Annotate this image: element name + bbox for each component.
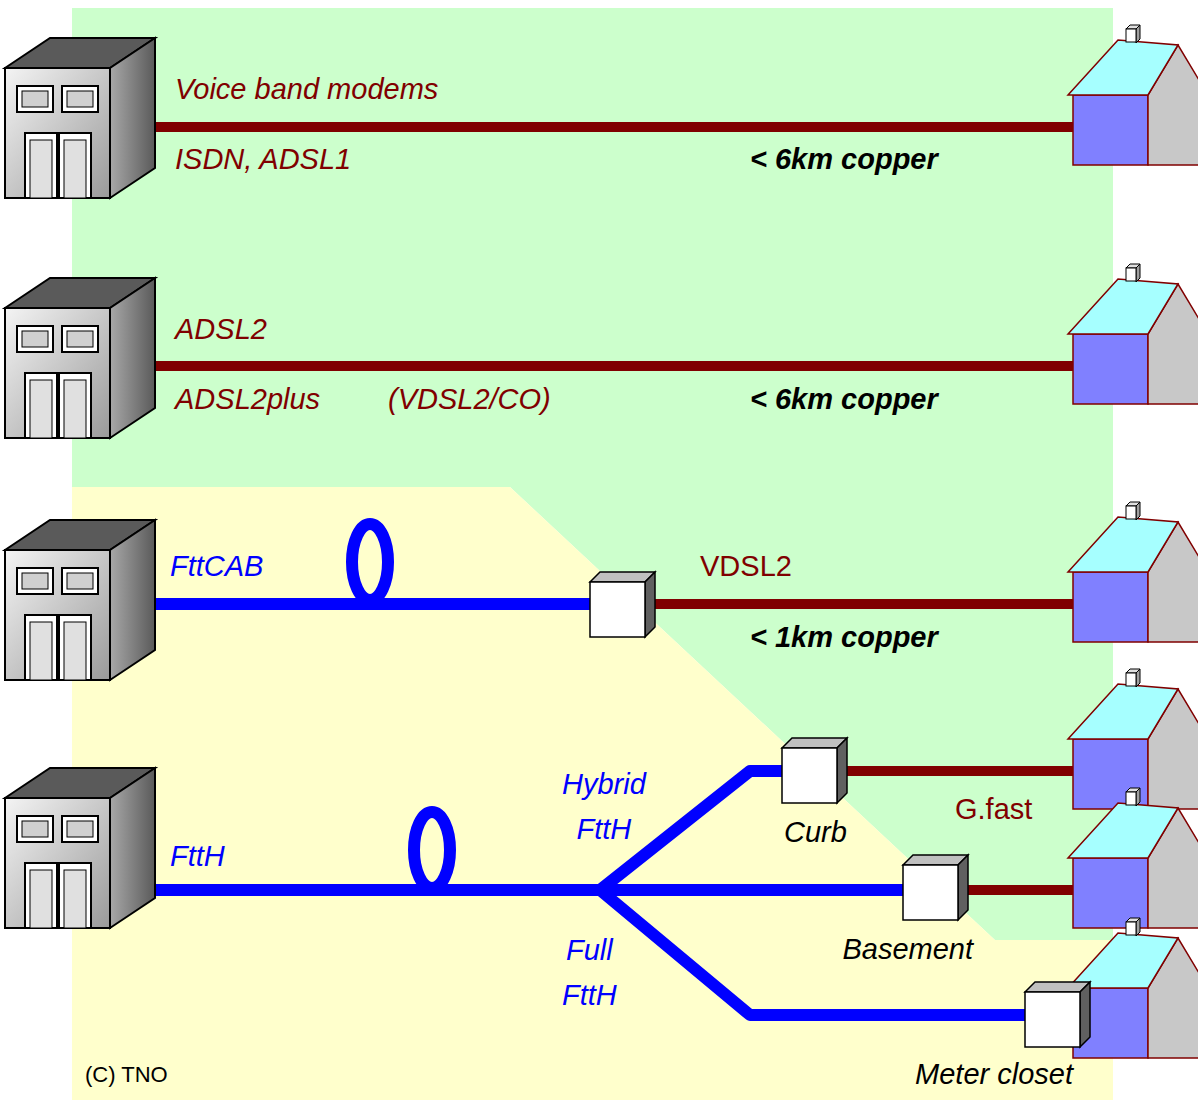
network-label: FttH (170, 840, 225, 873)
copyright-note: (C) TNO (85, 1062, 168, 1087)
equipment-box: Meter closet (1025, 982, 1090, 1047)
copper-lines (150, 127, 1076, 890)
network-label: FttCAB (170, 550, 263, 583)
central-office (5, 38, 155, 198)
box-outline (903, 855, 968, 920)
box-label: Basement (842, 933, 973, 966)
equipment-box: Basement (903, 855, 968, 920)
box-outline (1025, 982, 1090, 1047)
street-cabinet (590, 572, 655, 637)
technology-label: (VDSL2/CO) (388, 383, 551, 416)
distance-label: < 6km copper (750, 383, 938, 416)
box-label: Curb (784, 816, 847, 849)
distance-label: < 6km copper (750, 143, 938, 176)
distance-label: < 1km copper (750, 621, 938, 654)
central-office (5, 768, 155, 928)
technology-label: ADSL2 (175, 313, 267, 346)
equipment-box: Curb (782, 738, 847, 803)
box-outline (782, 738, 847, 803)
house-icon (1068, 918, 1198, 1058)
house-icon (1068, 502, 1198, 642)
technology-label: G.fast (955, 793, 1032, 826)
box-label: Meter closet (915, 1058, 1073, 1091)
central-office (5, 278, 155, 438)
network-label: Full FttH (562, 928, 617, 1018)
house-icon (1068, 264, 1198, 404)
technology-label: Voice band modems (175, 73, 438, 106)
house-icon (1068, 25, 1198, 165)
central-office (5, 520, 155, 680)
technology-label: ISDN, ADSL1 (175, 143, 351, 176)
house-icon (1068, 788, 1198, 928)
technology-label: VDSL2 (700, 550, 792, 583)
network-label: Hybrid FttH (562, 762, 646, 852)
technology-label: ADSL2plus (175, 383, 320, 416)
fibre-region (72, 487, 1113, 1100)
